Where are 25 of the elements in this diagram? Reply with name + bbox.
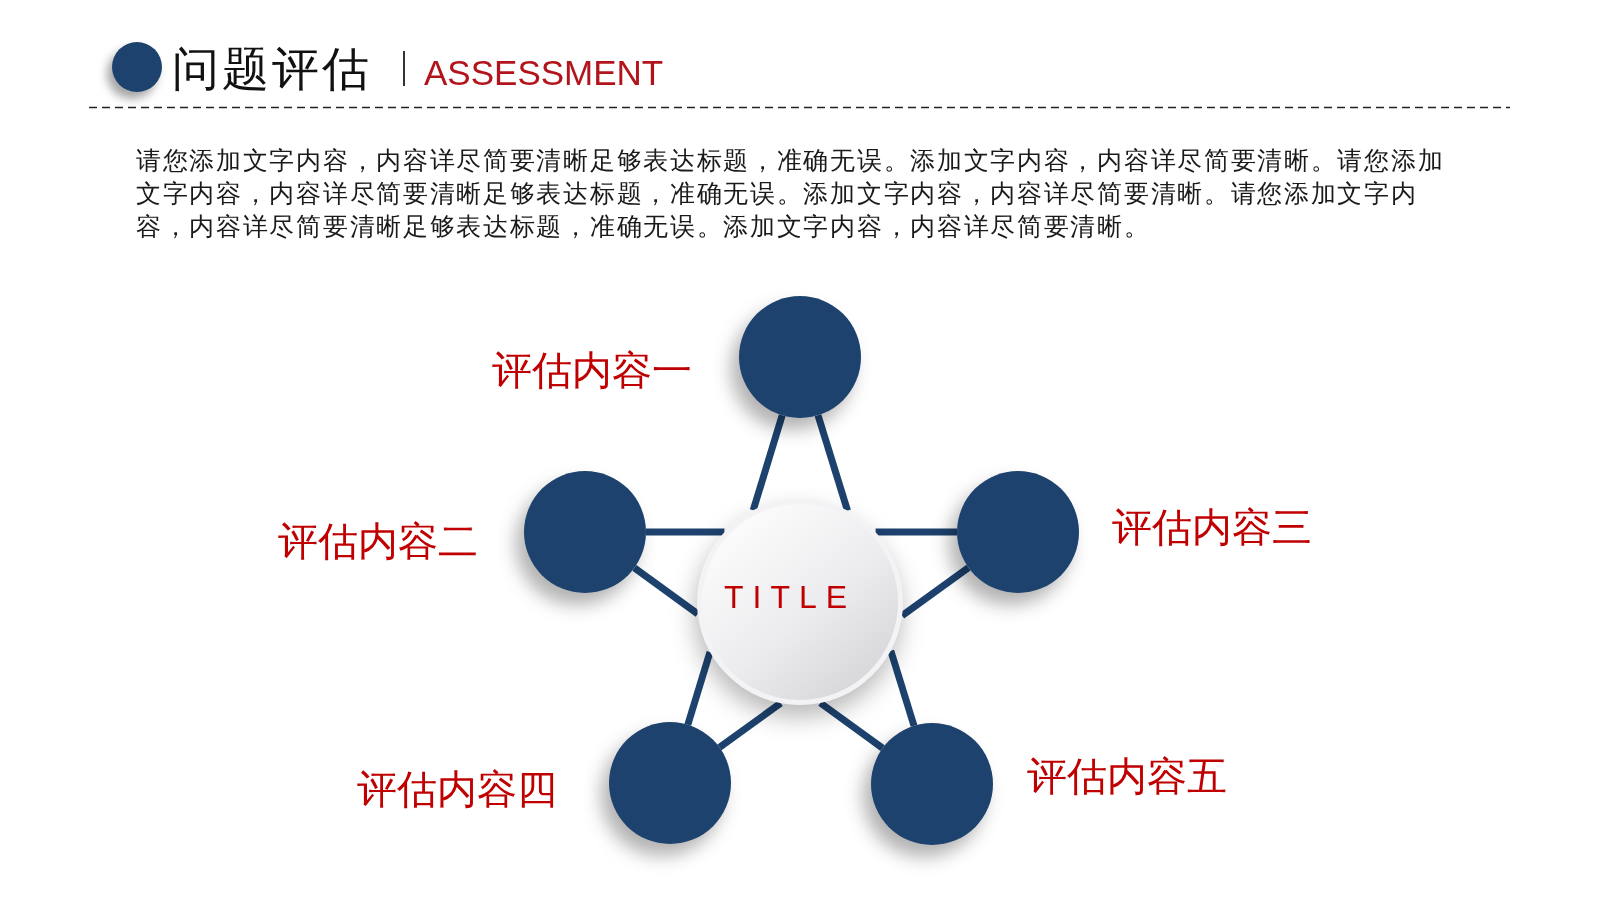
- item-label: 评估内容五: [1027, 753, 1227, 800]
- connector-line: [632, 564, 700, 617]
- item-label: 评估内容四: [357, 766, 557, 813]
- item-label: 评估内容二: [278, 518, 478, 565]
- filled-circle: [609, 722, 731, 844]
- connector-line: [749, 414, 786, 512]
- filled-circle: [739, 296, 861, 418]
- connector-line: [684, 651, 714, 726]
- connector-line: [900, 564, 971, 619]
- connector-line: [875, 528, 957, 536]
- node-label: TITLE: [723, 581, 857, 613]
- center-circle: [697, 499, 903, 705]
- filled-circle: [871, 723, 993, 845]
- connector-line: [814, 414, 851, 512]
- connector-line: [646, 528, 725, 536]
- item-label: 评估内容一: [492, 347, 692, 394]
- item-label: 评估内容三: [1112, 504, 1312, 551]
- heading: 问题评估: [172, 41, 372, 97]
- subtitle: ASSESSMENT: [424, 52, 664, 94]
- body-text: 请您添加文字内容，内容详尽简要清晰足够表达标题，准确无误。添加文字内容，内容详尽简要清晰。请您添加文字内容，内容详尽简要清晰足够表达标题，准确无误。添加文字内容，内容详尽简要清晰。请您添加文字内容，内容详尽简要清晰足够表达标题，准确无误。添加文字内容，内容详尽简要清晰。: [136, 145, 1446, 242]
- connector-line: [887, 649, 918, 727]
- connector-line: [717, 700, 783, 751]
- filled-circle: [957, 471, 1079, 593]
- filled-circle: [524, 471, 646, 593]
- connector-line: [818, 700, 885, 752]
